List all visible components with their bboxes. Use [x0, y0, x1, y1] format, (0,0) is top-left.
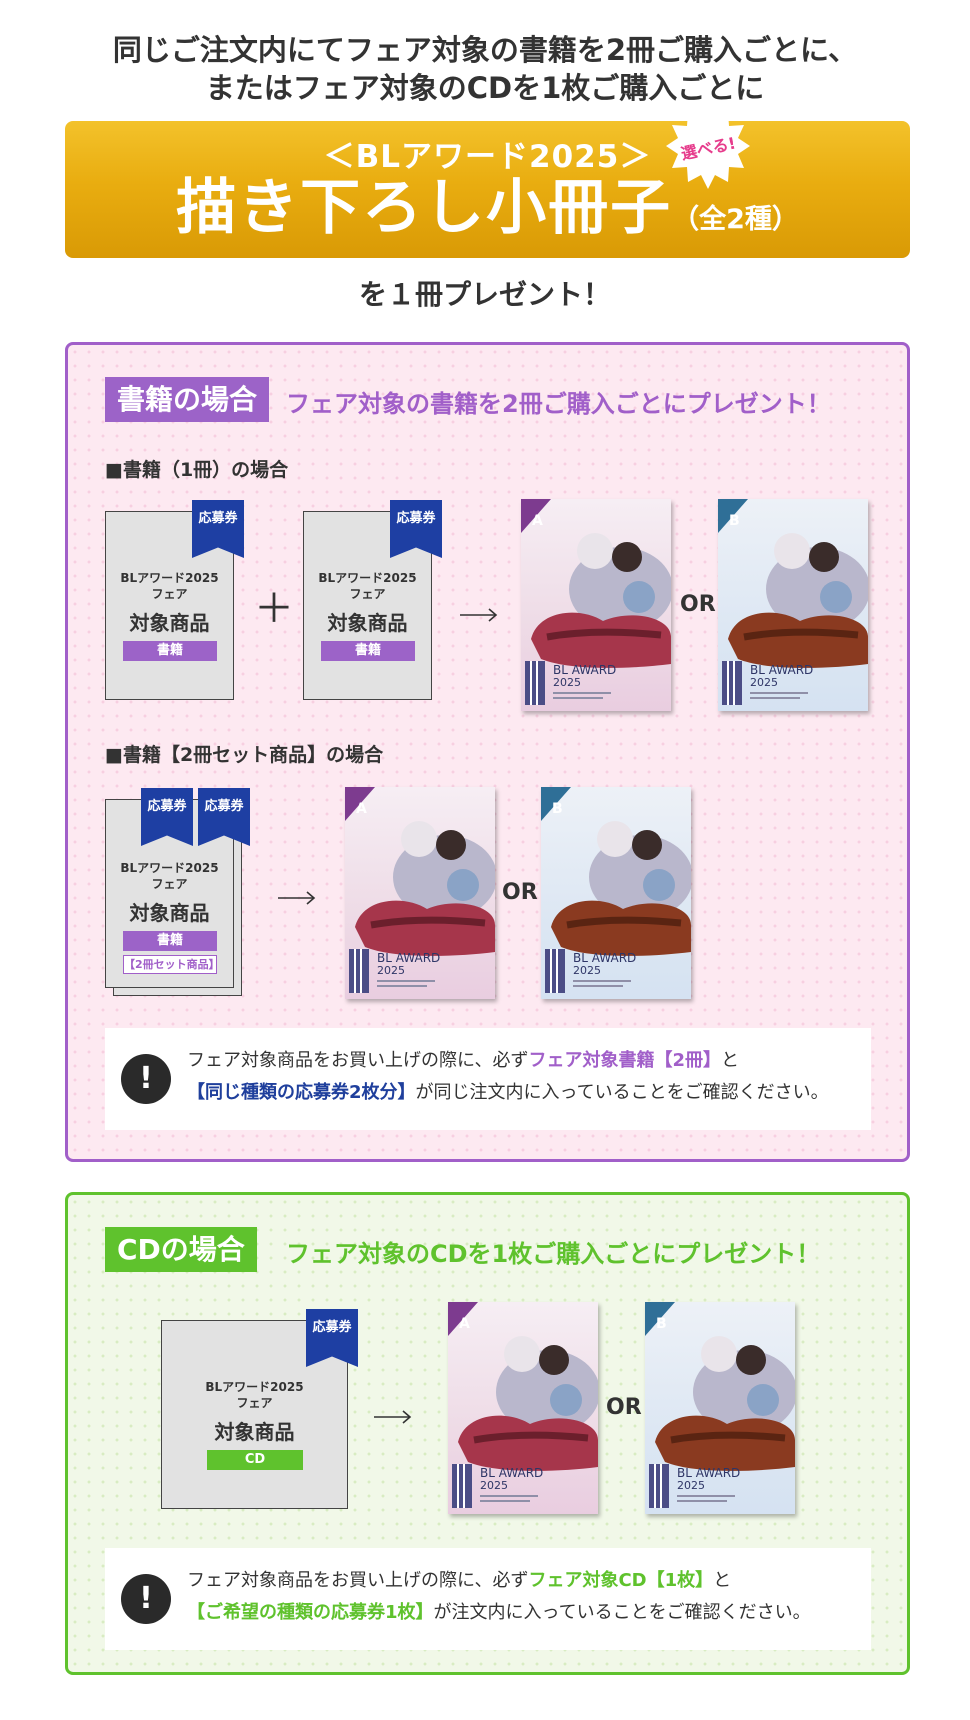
cover-title-line-2: 2025 [750, 676, 778, 689]
exclamation-icon: ! [121, 1574, 171, 1624]
booklet-cover-a: A BL AWARD 2025 [345, 787, 495, 999]
ribbon-ticket: 応募券 [390, 500, 442, 558]
notice-text: と [713, 1570, 732, 1591]
target-product-card: BLアワード2025 フェア 対象商品 CD 応募券 [161, 1309, 358, 1509]
arrow-right-icon [374, 1410, 412, 1424]
intro-line-2: またはフェア対象のCDを1枚ご購入ごとに [205, 71, 765, 105]
ribbon-ticket: 応募券 [306, 1309, 358, 1367]
ribbon-ticket: 応募券 [141, 788, 193, 846]
cover-variant-letter: A [459, 1316, 470, 1332]
product-line-1: BLアワード2025 [205, 1380, 304, 1394]
banner-subtitle: ＜BLアワード2025＞ [323, 139, 652, 175]
cover-variant-letter: A [356, 801, 367, 817]
plus-sign: ＋ [254, 586, 294, 632]
product-tag: 書籍 [321, 641, 415, 661]
notice-line-2: 【同じ種類の応募券2枚分】が同じ注文内に入っていることをご確認ください。 [187, 1078, 829, 1108]
cover-illustration: A BL AWARD 2025 [345, 787, 495, 993]
booklet-cover-b: B BL AWARD 2025 [645, 1302, 795, 1514]
cover-title-line-1: BL AWARD [553, 663, 616, 677]
booklet-cover-a: A BL AWARD 2025 [521, 499, 671, 711]
book-section-heading: フェア対象の書籍を2冊ご購入ごとにプレゼント！ [286, 390, 831, 418]
notice-line-2: 【ご希望の種類の応募券1枚】が注文内に入っていることをご確認ください。 [187, 1598, 811, 1628]
notice-text: と [721, 1050, 739, 1071]
or-text: OR [680, 592, 716, 617]
cover-variant-letter: B [729, 513, 740, 529]
product-line-3: 対象商品 [214, 1420, 295, 1444]
cover-variant-letter: B [552, 801, 563, 817]
cd-notice-box: ! フェア対象商品をお買い上げの際に、必ずフェア対象CD【1枚】と 【ご希望の種… [105, 1548, 871, 1650]
cover-illustration: A BL AWARD 2025 [521, 499, 671, 705]
arrow-right-icon [460, 608, 498, 622]
product-line-1: BLアワード2025 [120, 571, 219, 585]
notice-highlight: 【同じ種類の応募券2枚分】 [187, 1082, 416, 1103]
set-product-card: BLアワード2025 フェア 対象商品 書籍 【2冊セット商品】 応募券 応募券 [105, 788, 250, 988]
notice-line-1: フェア対象商品をお買い上げの際に、必ずフェア対象CD【1枚】と [187, 1566, 731, 1596]
product-line-1: BLアワード2025 [120, 861, 219, 875]
ribbon-ticket: 応募券 [198, 788, 250, 846]
banner-title: 描き下ろし小冊子（全2種） [65, 173, 910, 255]
product-line-3: 対象商品 [129, 901, 210, 925]
book-notice-box: ! フェア対象商品をお買い上げの際に、必ずフェア対象書籍【2冊】と 【同じ種類の… [105, 1028, 871, 1130]
badge-starburst: 選べる! [665, 105, 751, 191]
notice-highlight: フェア対象CD【1枚】 [528, 1570, 714, 1591]
notice-text: フェア対象商品をお買い上げの際に、必ず [187, 1050, 529, 1071]
case2-title: ■書籍【2冊セット商品】の場合 [105, 744, 384, 766]
cover-title-line-1: BL AWARD [377, 951, 440, 965]
gift-line: を１冊プレゼント！ [358, 278, 611, 311]
cover-illustration: B BL AWARD 2025 [541, 787, 691, 993]
notice-text: が注文内に入っていることをご確認ください。 [433, 1602, 811, 1623]
booklet-banner: ＜BLアワード2025＞ 描き下ろし小冊子（全2種） 選べる! [65, 107, 910, 258]
starburst-shape [666, 107, 750, 189]
notice-highlight: 【ご希望の種類の応募券1枚】 [187, 1602, 434, 1623]
cd-section: CDの場合 フェア対象のCDを1枚ご購入ごとにプレゼント！ BLアワード2025… [65, 1192, 910, 1675]
target-product-card: BLアワード2025 フェア 対象商品 書籍 応募券 [105, 500, 244, 700]
cover-title-line-1: BL AWARD [573, 951, 636, 965]
product-line-2: フェア [236, 1396, 273, 1410]
case1-title: ■書籍（1冊）の場合 [105, 459, 289, 481]
banner-note: （全2種） [672, 204, 799, 235]
notice-text: が同じ注文内に入っていることをご確認ください。 [415, 1082, 829, 1103]
cover-title-line-2: 2025 [553, 676, 581, 689]
ribbon-ticket: 応募券 [192, 500, 244, 558]
product-line-2: フェア [349, 587, 386, 601]
cover-title-line-1: BL AWARD [750, 663, 813, 677]
cover-title-line-2: 2025 [480, 1479, 508, 1492]
or-text: OR [606, 1395, 642, 1420]
product-line-2: フェア [151, 877, 188, 891]
banner-title-text: 描き下ろし小冊子 [176, 173, 673, 243]
cover-title-line-2: 2025 [677, 1479, 705, 1492]
product-tag: CD [207, 1450, 303, 1470]
product-tag: 書籍 [123, 931, 217, 951]
exclamation-icon: ! [121, 1054, 171, 1104]
or-text: OR [502, 880, 538, 905]
product-line-3: 対象商品 [327, 611, 408, 635]
product-line-1: BLアワード2025 [318, 571, 417, 585]
notice-text: フェア対象商品をお買い上げの際に、必ず [187, 1570, 529, 1591]
cover-title-line-2: 2025 [377, 964, 405, 977]
target-product-card: BLアワード2025 フェア 対象商品 書籍 応募券 [303, 500, 442, 700]
notice-line-1: フェア対象商品をお買い上げの際に、必ずフェア対象書籍【2冊】と [187, 1046, 739, 1076]
booklet-cover-b: B BL AWARD 2025 [718, 499, 868, 711]
cover-title-line-1: BL AWARD [480, 1466, 543, 1480]
product-line-2: フェア [151, 587, 188, 601]
cover-variant-letter: A [532, 513, 543, 529]
cover-title-line-1: BL AWARD [677, 1466, 740, 1480]
cover-variant-letter: B [656, 1316, 667, 1332]
cover-illustration: B BL AWARD 2025 [645, 1302, 795, 1508]
cover-illustration: B BL AWARD 2025 [718, 499, 868, 705]
booklet-cover-a: A BL AWARD 2025 [448, 1302, 598, 1514]
notice-highlight: フェア対象書籍【2冊】 [528, 1050, 721, 1071]
cover-title-line-2: 2025 [573, 964, 601, 977]
product-line-3: 対象商品 [129, 611, 210, 635]
book-section: 書籍の場合 フェア対象の書籍を2冊ご購入ごとにプレゼント！ ■書籍（1冊）の場合… [65, 342, 910, 1162]
cd-section-label: CDの場合 [105, 1227, 257, 1272]
arrow-right-icon [278, 891, 316, 905]
booklet-cover-b: B BL AWARD 2025 [541, 787, 691, 999]
cd-section-heading: フェア対象のCDを1枚ご購入ごとにプレゼント！ [286, 1240, 821, 1268]
product-tag: 書籍 [123, 641, 217, 661]
intro-line-1: 同じご注文内にてフェア対象の書籍を2冊ご購入ごとに、 [112, 33, 858, 67]
book-section-label: 書籍の場合 [105, 377, 270, 422]
cover-illustration: A BL AWARD 2025 [448, 1302, 598, 1508]
set-product-tag: 【2冊セット商品】 [123, 955, 220, 974]
